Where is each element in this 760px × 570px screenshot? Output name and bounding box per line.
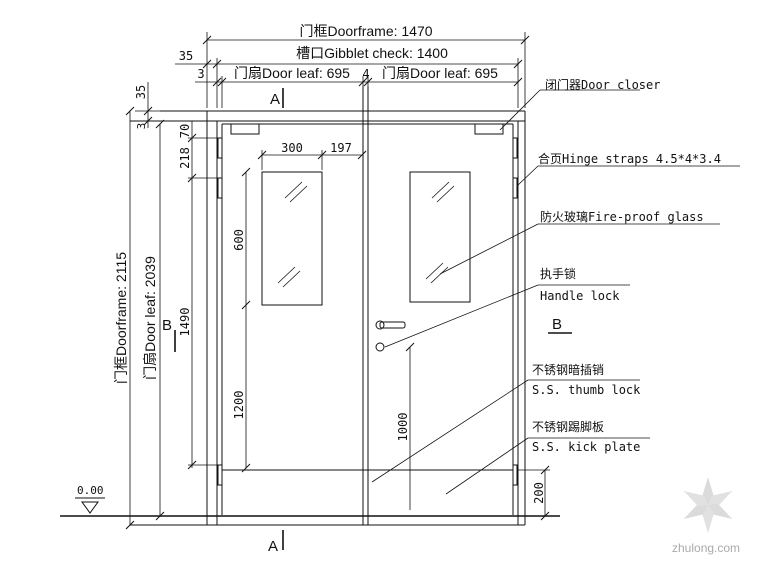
dim-1000: 1000 (396, 413, 410, 442)
dim-doorframe-width: 门框Doorframe: 1470 (299, 23, 432, 39)
section-a-top: A (270, 91, 280, 108)
hinges (217, 137, 518, 486)
door-closer-left (230, 123, 260, 135)
section-b-left: B (162, 317, 172, 334)
dim-600: 600 (232, 229, 246, 251)
dim-1490: 1490 (178, 308, 192, 337)
callout-door-closer: 闭门器Door closer (545, 77, 660, 92)
handle-lock (375, 320, 406, 352)
dim-leaf-left: 门扇Door leaf: 695 (234, 65, 350, 81)
section-b-markers: B B (162, 316, 572, 352)
dim-218: 218 (178, 147, 192, 169)
fire-proof-glass (261, 171, 471, 306)
dim-leaf-height: 门扇Door leaf: 2039 (142, 256, 158, 380)
callout-thumb-en: S.S. thumb lock (532, 383, 641, 397)
dim-200: 200 (532, 482, 546, 504)
callout-glass: 防火玻璃Fire-proof glass (540, 209, 704, 224)
level-label: 0.00 (77, 484, 104, 497)
callout-handle-en: Handle lock (540, 289, 620, 303)
callout-kick-en: S.S. kick plate (532, 440, 640, 454)
dim-gap-4: 4 (362, 67, 369, 81)
dim-doorframe-height: 门框Doorframe: 2115 (113, 252, 129, 384)
dim-top-35: 35 (134, 85, 148, 99)
callout-handle-cn: 执手锁 (540, 266, 576, 281)
dim-gibblet-check: 槽口Gibblet check: 1400 (296, 45, 448, 61)
dim-gap-35: 35 (179, 49, 193, 63)
callout-thumb-cn: 不锈钢暗插销 (532, 362, 604, 377)
callouts: 闭门器Door closer 合页Hinge straps 4.5*4*3.4 … (371, 77, 740, 495)
top-dimensions: 门框Doorframe: 1470 35 槽口Gibblet check: 14… (175, 23, 530, 108)
dim-197: 197 (330, 141, 352, 155)
left-height-dimensions: 35 3 门框Doorframe: 2115 门扇Door leaf: 2039 (113, 82, 165, 530)
dim-leaf-right: 门扇Door leaf: 695 (382, 65, 498, 81)
dim-70: 70 (178, 124, 192, 138)
section-a-bottom: A (268, 538, 278, 555)
callout-hinge: 合页Hinge straps 4.5*4*3.4 (538, 151, 721, 166)
floor-level-mark: 0.00 (75, 484, 105, 514)
dim-3-vert: 3 (135, 123, 148, 130)
dim-300: 300 (281, 141, 303, 155)
callout-kick-cn: 不锈钢踢脚板 (532, 419, 604, 434)
inner-dimensions: 300 197 600 1200 70 218 1490 1000 200 (178, 121, 550, 521)
section-a-markers: A A (268, 88, 284, 555)
section-b-right: B (552, 316, 562, 333)
zhulong-logo (683, 477, 733, 533)
door-closer-right (474, 123, 504, 135)
dim-gap-3: 3 (197, 67, 204, 81)
door-frame (60, 86, 560, 526)
dim-1200: 1200 (232, 391, 246, 420)
watermark: zhulong.com (672, 541, 740, 555)
